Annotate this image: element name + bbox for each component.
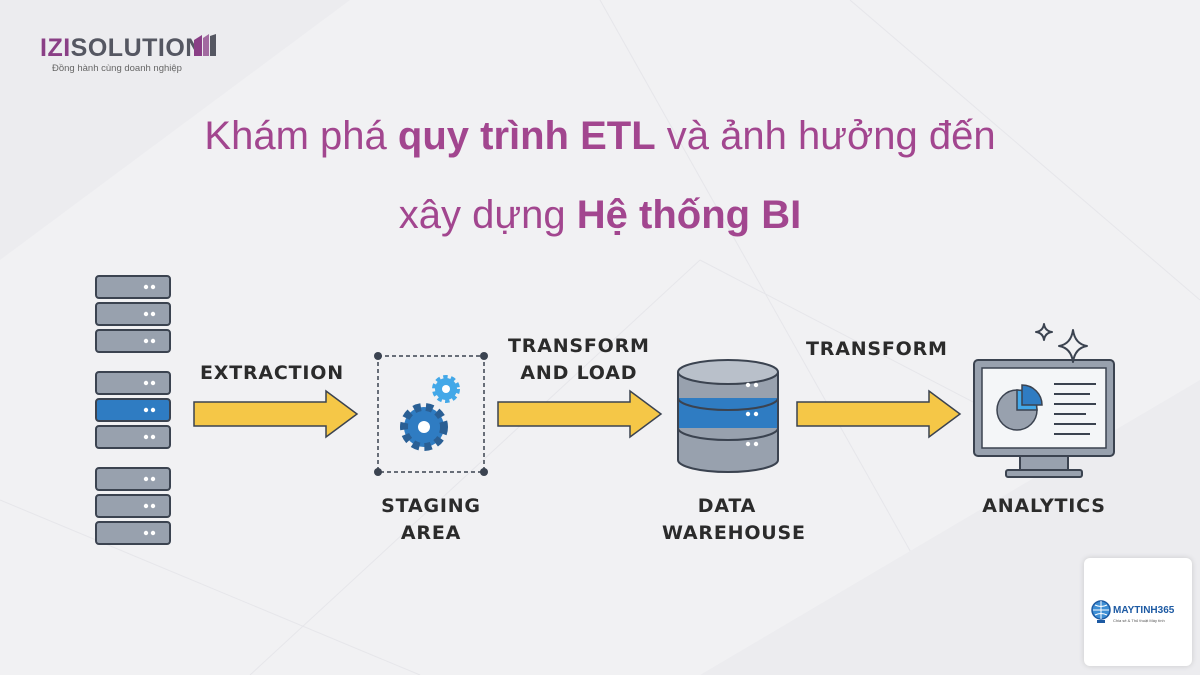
source-database-icon-1 [95,275,171,353]
data-warehouse-label-line2: WAREHOUSE [662,522,806,544]
pie-chart-icon [996,384,1043,431]
staging-area-label: STAGING AREA [371,493,491,547]
watermark-badge: MAYTINH365 Chia sẻ & Thủ thuật Máy tính [1084,558,1192,666]
brand-tagline: Đồng hành cùng doanh nghiệp [52,63,182,74]
title-line1-pre: Khám phá [204,114,398,158]
transform-and-load-label-line2: AND LOAD [520,362,638,384]
globe-icon [1091,600,1111,623]
page-title-line2: xây dựng Hệ thống BI [0,191,1200,239]
staging-area-label-line1: STAGING [381,495,481,517]
transform-arrow [796,389,962,439]
transform-and-load-label-line1: TRANSFORM [508,335,650,357]
analytics-monitor-icon [973,359,1115,478]
brand-logo: IZISOLUTION Đồng hành cùng doanh nghiệp [40,34,216,74]
data-warehouse-label-line1: DATA [697,495,757,517]
title-line2-bold: Hệ thống BI [576,193,802,237]
analytics-label: ANALYTICS [982,495,1106,517]
title-line1-bold: quy trình ETL [397,114,656,158]
extraction-label: EXTRACTION [200,362,344,384]
brand-name: IZISOLUTION [40,34,204,62]
page-title-line1: Khám phá quy trình ETL và ảnh hưởng đến [0,112,1200,160]
badge-subtitle: Chia sẻ & Thủ thuật Máy tính [1113,618,1165,623]
data-warehouse-label: DATA WAREHOUSE [662,493,806,547]
extraction-arrow [193,389,359,439]
small-gear-icon [432,375,460,403]
brand-mark-icon [194,34,216,56]
brand-name-part2: SOLUTION [70,34,204,62]
brand-name-part1: IZI [40,34,71,62]
source-database-icon-2 [95,371,171,449]
source-database-icon-3 [95,467,171,545]
badge-name: MAYTINH365 [1113,605,1175,616]
transform-and-load-arrow [497,389,663,439]
title-line1-post: và ảnh hưởng đến [655,114,996,158]
staging-area-icon [374,352,488,476]
text-lines-icon [1054,383,1096,435]
transform-label: TRANSFORM [806,338,948,360]
large-gear-icon [400,403,448,451]
title-line2-pre: xây dựng [398,193,577,237]
staging-area-label-line2: AREA [400,522,462,544]
data-warehouse-icon [677,359,779,473]
transform-and-load-label: TRANSFORM AND LOAD [508,333,650,387]
sparkle-icon [1035,323,1088,363]
